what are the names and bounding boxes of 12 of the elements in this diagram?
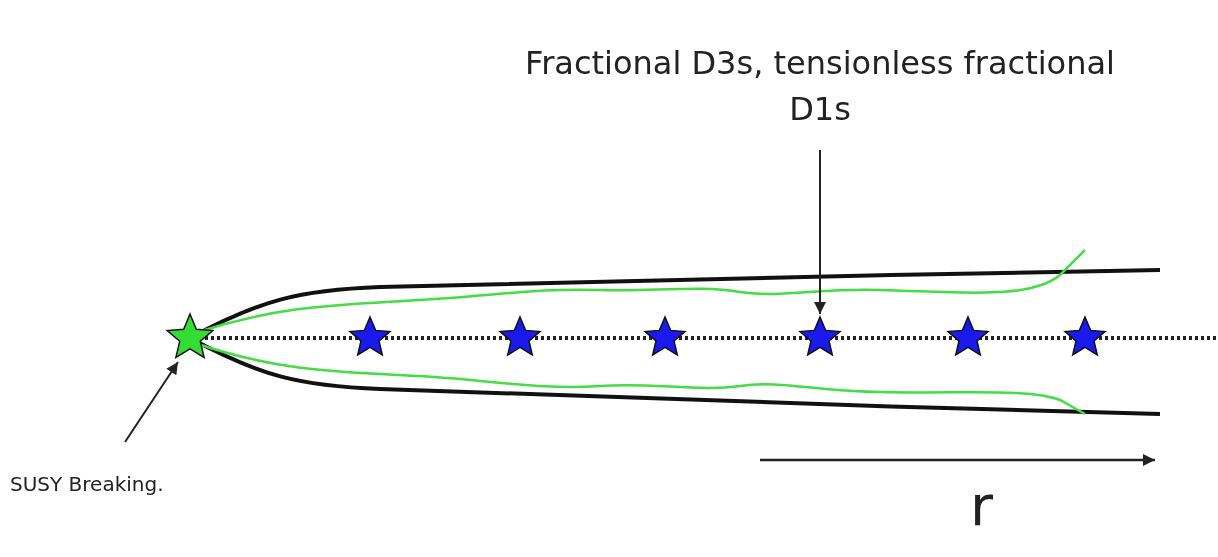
star-marker	[165, 312, 215, 359]
star-marker	[498, 315, 542, 357]
star-marker	[798, 315, 842, 357]
annotation-text: SUSY Breaking.	[10, 470, 210, 499]
star-marker	[643, 315, 687, 357]
star-marker	[348, 315, 392, 357]
leader-arrow	[814, 149, 826, 315]
star-marker	[946, 315, 990, 357]
leader-arrow	[124, 361, 179, 443]
axis-label: r	[970, 478, 994, 534]
annotation-text: Fractional D3s, tensionless fractional D1s	[520, 40, 1120, 133]
star-marker	[1063, 315, 1107, 357]
